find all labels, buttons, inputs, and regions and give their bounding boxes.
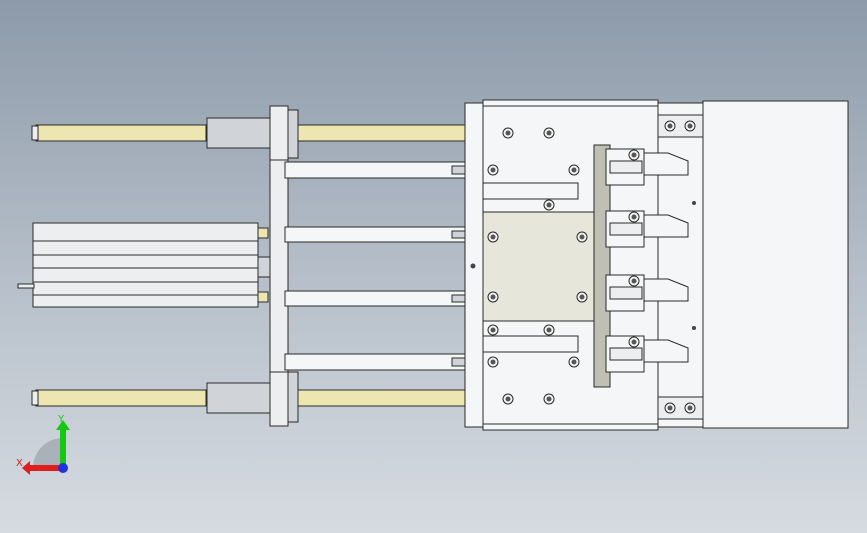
guide-rod-right-1 [296, 389, 466, 407]
push-rod-1 [284, 226, 466, 243]
end-plate-front [269, 105, 289, 427]
screw-socket [490, 359, 496, 365]
push-rod-3 [284, 353, 466, 371]
cylinder-fitting [17, 283, 35, 289]
cylinder-rod-top [257, 227, 269, 239]
screw-socket [546, 202, 552, 208]
lower-finger [482, 335, 579, 353]
gripper-jaw-slot-3 [609, 347, 643, 361]
rod-end-cap-0 [31, 125, 39, 141]
screw-socket [490, 327, 496, 333]
cylinder-rod-boss [257, 256, 271, 278]
screw-socket [667, 123, 673, 129]
screw-socket [571, 359, 577, 365]
screw-socket [490, 294, 496, 300]
guide-rod-right-0 [296, 124, 466, 142]
gripper-jaw-slot-2 [609, 286, 643, 300]
push-rod-0 [284, 161, 466, 179]
triad-y-label: Y [58, 414, 65, 425]
upper-finger [482, 182, 579, 200]
screw-socket [505, 396, 511, 402]
screw-socket [631, 278, 637, 284]
push-rod-tip-3 [451, 357, 467, 367]
right-housing [702, 100, 849, 429]
locator-pin-bottom [692, 326, 696, 330]
end-plate-flange-top [287, 109, 299, 159]
cylinder-rod-bottom [257, 291, 269, 303]
screw-socket [546, 130, 552, 136]
gripper-finger-0 [643, 152, 689, 176]
screw-socket [667, 405, 673, 411]
screw-socket [631, 214, 637, 220]
triad-x-label: X [16, 458, 23, 469]
screw-socket [579, 234, 585, 240]
push-rod-tip-1 [451, 230, 467, 239]
guide-rod-left-1 [35, 389, 207, 407]
guide-rod-left-0 [35, 124, 207, 142]
gripper-side-rail [593, 144, 611, 388]
locator-pin-top [692, 201, 696, 205]
rod-end-cap-1 [31, 390, 39, 406]
push-rod-tip-0 [451, 165, 467, 175]
linear-bearing-1 [206, 382, 271, 414]
push-rod-tip-2 [451, 294, 467, 303]
center-slider-block [482, 211, 597, 322]
gripper-jaw-slot-1 [609, 222, 643, 236]
gripper-jaw-slot-0 [609, 160, 643, 174]
screw-socket [631, 152, 637, 158]
screw-socket [546, 396, 552, 402]
screw-socket [490, 167, 496, 173]
screw-socket [579, 294, 585, 300]
screw-socket [490, 234, 496, 240]
screw-socket [631, 339, 637, 345]
end-plate-flange-bottom [287, 371, 299, 423]
gripper-finger-2 [643, 278, 689, 302]
screw-socket [546, 327, 552, 333]
air-cylinder-body [32, 222, 259, 308]
center-pin [470, 263, 476, 269]
gripper-finger-3 [643, 339, 689, 363]
screw-socket [505, 130, 511, 136]
screw-socket [687, 123, 693, 129]
gripper-finger-1 [643, 214, 689, 238]
linear-bearing-0 [206, 117, 271, 149]
push-rod-2 [284, 290, 466, 307]
screw-socket [571, 167, 577, 173]
screw-socket [687, 405, 693, 411]
